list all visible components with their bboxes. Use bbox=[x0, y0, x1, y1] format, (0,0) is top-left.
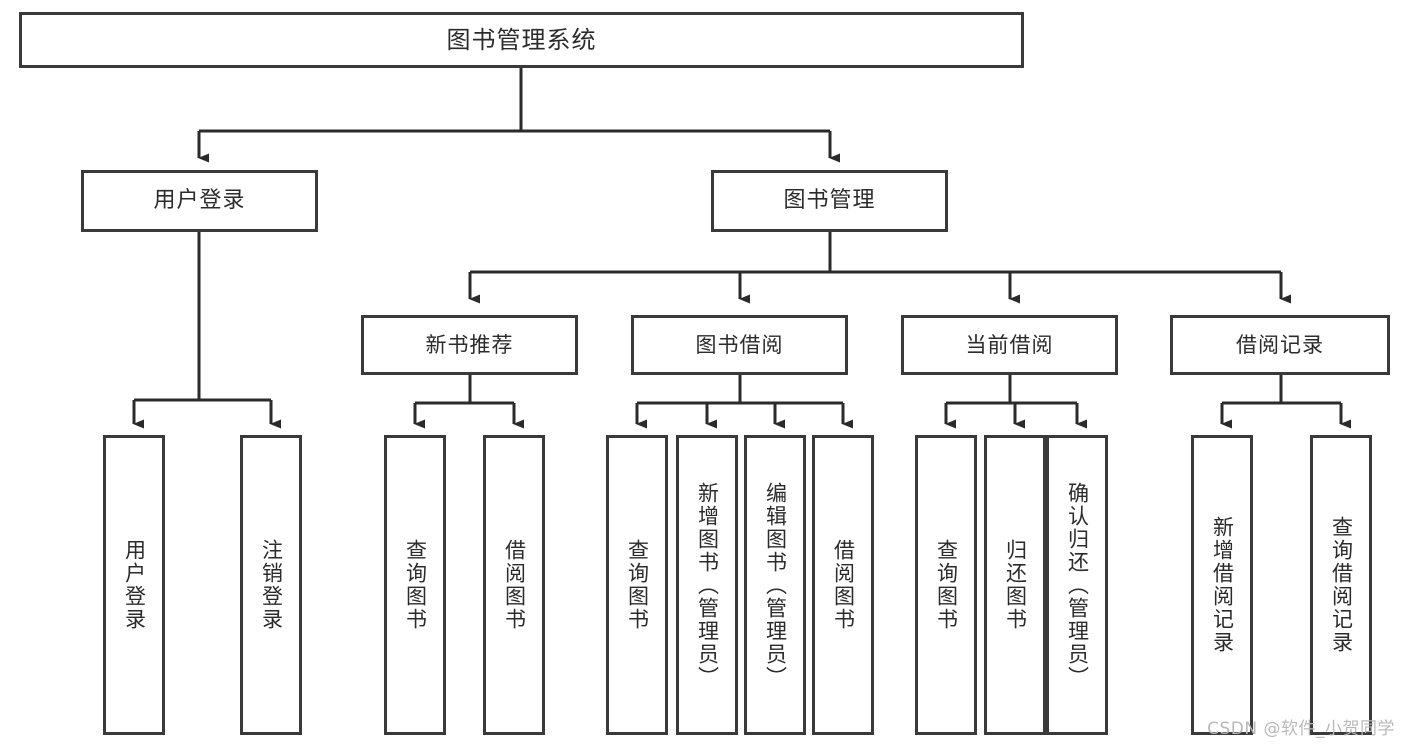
node-current-borrow-label: 当前借阅 bbox=[965, 332, 1054, 357]
leaf-query-book-3-label: 查询图书 bbox=[934, 539, 959, 631]
node-root-label: 图书管理系统 bbox=[446, 26, 597, 54]
node-root[interactable]: 图书管理系统 bbox=[19, 12, 1024, 68]
watermark-text: CSDN @软件_小贺同学 bbox=[1207, 719, 1395, 739]
node-new-book-recommend-label: 新书推荐 bbox=[425, 332, 514, 357]
leaf-query-book-2[interactable]: 查询图书 bbox=[606, 435, 668, 735]
leaf-add-record[interactable]: 新增借阅记录 bbox=[1191, 435, 1253, 735]
leaf-query-book-1[interactable]: 查询图书 bbox=[384, 435, 446, 735]
leaf-query-record-label: 查询借阅记录 bbox=[1329, 516, 1354, 654]
node-borrow-record-label: 借阅记录 bbox=[1236, 332, 1324, 357]
node-new-book-recommend[interactable]: 新书推荐 bbox=[361, 315, 578, 375]
node-user-login-label: 用户登录 bbox=[153, 188, 246, 213]
leaf-logout-login-label: 注销登录 bbox=[259, 539, 284, 631]
node-borrow-record[interactable]: 借阅记录 bbox=[1170, 315, 1390, 375]
leaf-confirm-return[interactable]: 确认归还（管理员） bbox=[1046, 435, 1108, 735]
node-book-management[interactable]: 图书管理 bbox=[711, 170, 948, 232]
leaf-logout-login[interactable]: 注销登录 bbox=[240, 435, 302, 735]
leaf-query-book-2-label: 查询图书 bbox=[625, 539, 650, 631]
leaf-add-book-label: 新增图书（管理员） bbox=[695, 481, 720, 689]
leaf-add-record-label: 新增借阅记录 bbox=[1210, 516, 1235, 654]
leaf-query-record[interactable]: 查询借阅记录 bbox=[1310, 435, 1372, 735]
leaf-return-book[interactable]: 归还图书 bbox=[984, 435, 1046, 735]
leaf-user-login[interactable]: 用户登录 bbox=[103, 435, 165, 735]
leaf-borrow-book-1[interactable]: 借阅图书 bbox=[483, 435, 545, 735]
node-book-borrow[interactable]: 图书借阅 bbox=[631, 315, 848, 375]
node-book-borrow-label: 图书借阅 bbox=[695, 332, 784, 357]
leaf-return-book-label: 归还图书 bbox=[1003, 539, 1028, 631]
node-current-borrow[interactable]: 当前借阅 bbox=[901, 315, 1118, 375]
leaf-user-login-label: 用户登录 bbox=[122, 539, 147, 631]
leaf-borrow-book-2[interactable]: 借阅图书 bbox=[812, 435, 874, 735]
leaf-add-book[interactable]: 新增图书（管理员） bbox=[676, 435, 738, 735]
leaf-query-book-3[interactable]: 查询图书 bbox=[915, 435, 977, 735]
node-user-login[interactable]: 用户登录 bbox=[81, 170, 318, 232]
leaf-edit-book-label: 编辑图书（管理员） bbox=[763, 481, 788, 689]
leaf-confirm-return-label: 确认归还（管理员） bbox=[1065, 481, 1090, 689]
leaf-query-book-1-label: 查询图书 bbox=[403, 539, 428, 631]
node-book-management-label: 图书管理 bbox=[783, 188, 876, 213]
leaf-borrow-book-1-label: 借阅图书 bbox=[502, 539, 527, 631]
leaf-edit-book[interactable]: 编辑图书（管理员） bbox=[744, 435, 806, 735]
leaf-borrow-book-2-label: 借阅图书 bbox=[831, 539, 856, 631]
